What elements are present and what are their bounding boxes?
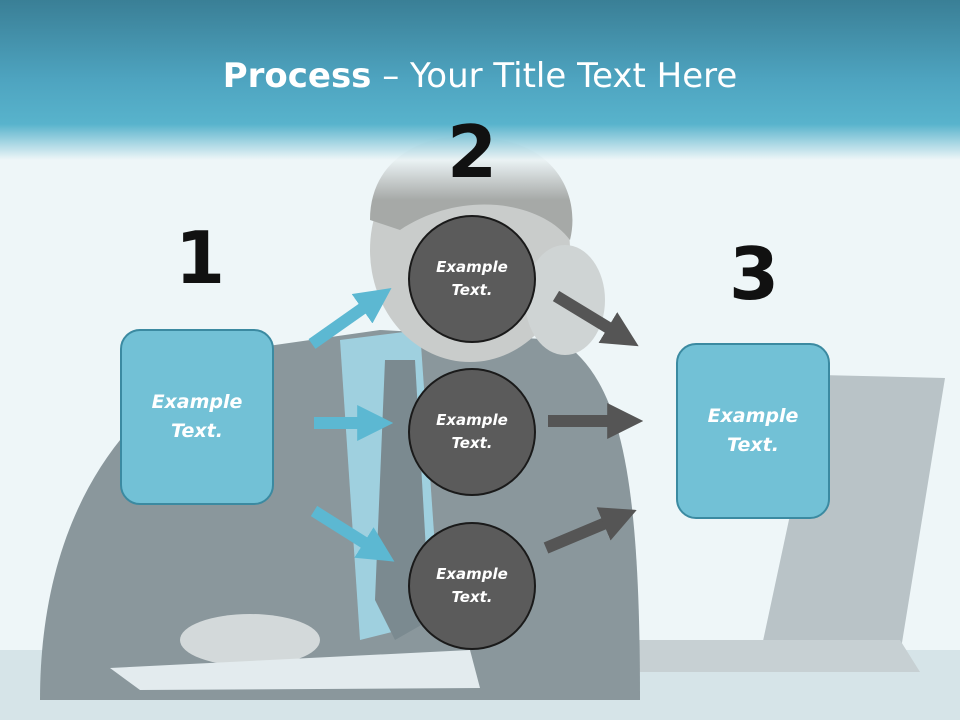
arrow-left-to-top xyxy=(308,288,392,349)
circle-bottom: Example Text. xyxy=(408,522,536,650)
slide-title: Process – Your Title Text Here xyxy=(0,54,960,98)
title-bold: Process xyxy=(222,56,372,96)
header-band xyxy=(0,0,960,200)
circle-bottom-text: Example Text. xyxy=(436,565,508,606)
step-number-2: 2 xyxy=(446,110,498,194)
arrow-bottom-to-right xyxy=(543,507,637,554)
step-number-3: 3 xyxy=(728,232,780,316)
circle-middle: Example Text. xyxy=(408,368,536,496)
right-box: Example Text. xyxy=(676,343,830,519)
step-number-1: 1 xyxy=(174,216,226,300)
circle-middle-text: Example Text. xyxy=(436,411,508,452)
right-box-text: Example Text. xyxy=(707,405,799,456)
arrow-left-to-bottom xyxy=(310,505,395,562)
left-box: Example Text. xyxy=(120,329,274,505)
circle-top: Example Text. xyxy=(408,215,536,343)
circle-top-text: Example Text. xyxy=(436,258,508,299)
arrow-top-to-right xyxy=(552,290,639,347)
left-box-text: Example Text. xyxy=(151,391,243,442)
title-rest: – Your Title Text Here xyxy=(371,56,738,96)
